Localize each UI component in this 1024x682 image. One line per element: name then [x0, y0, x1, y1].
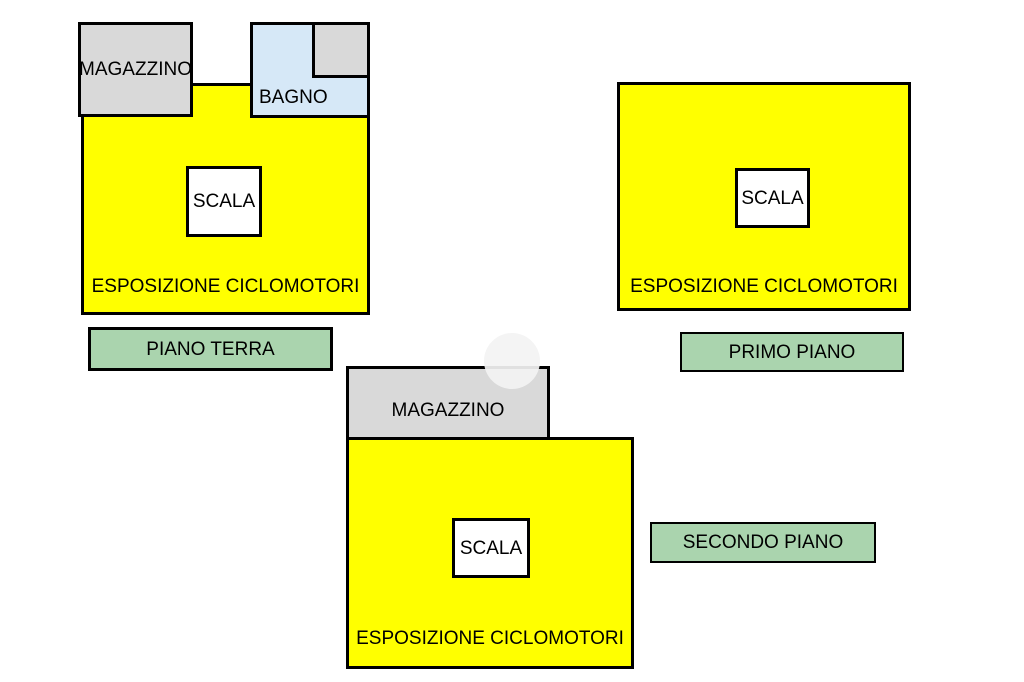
- room-label-esposizione-piano-terra: ESPOSIZIONE CICLOMOTORI: [91, 276, 360, 297]
- room-scala-piano-terra: SCALA: [186, 166, 262, 237]
- room-label-scala-primo-piano: SCALA: [741, 187, 804, 209]
- floor-label-piano-terra: PIANO TERRA: [88, 327, 333, 371]
- room-label-magazzino-piano-terra: MAGAZZINO: [79, 59, 192, 80]
- floor-label-primo-piano: PRIMO PIANO: [680, 332, 904, 372]
- floor-label-text-primo-piano: PRIMO PIANO: [728, 341, 856, 363]
- room-label-bagno-piano-terra: BAGNO: [259, 87, 328, 108]
- room-label-magazzino-secondo-piano: MAGAZZINO: [391, 400, 505, 421]
- room-label-esposizione-secondo-piano: ESPOSIZIONE CICLOMOTORI: [356, 628, 624, 649]
- floor-label-text-piano-terra: PIANO TERRA: [146, 338, 275, 360]
- room-esposizione-piano-terra: ESPOSIZIONE CICLOMOTORI: [81, 83, 370, 315]
- watermark-circle: [484, 333, 540, 389]
- floor-label-secondo-piano: SECONDO PIANO: [650, 522, 876, 563]
- room-label-scala-secondo-piano: SCALA: [459, 537, 523, 559]
- room-bagno-closet-piano-terra: [312, 22, 370, 78]
- room-scala-primo-piano: SCALA: [735, 168, 810, 228]
- room-label-scala-piano-terra: SCALA: [192, 191, 256, 212]
- room-label-esposizione-primo-piano: ESPOSIZIONE CICLOMOTORI: [630, 276, 898, 297]
- room-magazzino-piano-terra: MAGAZZINO: [78, 22, 193, 117]
- room-scala-secondo-piano: SCALA: [452, 518, 530, 578]
- floor-label-text-secondo-piano: SECONDO PIANO: [682, 532, 844, 553]
